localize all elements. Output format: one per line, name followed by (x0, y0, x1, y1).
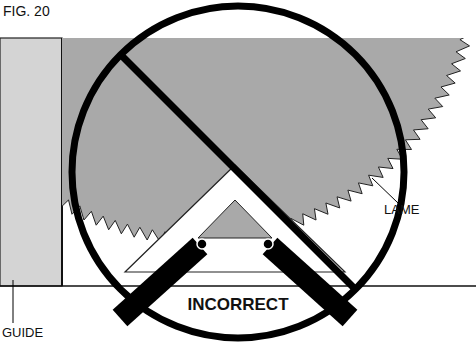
workpiece-inner (198, 200, 272, 238)
grip-dot (197, 239, 207, 249)
leader-line (13, 280, 14, 323)
prohibition-slash (121, 55, 355, 289)
workpiece-v (125, 165, 345, 272)
part-label: GUIDE (2, 326, 43, 341)
table-line (0, 285, 476, 287)
figure-number: FIG. 20 (3, 3, 50, 19)
part-label: LAME (384, 203, 419, 218)
prohibition-circle (72, 6, 404, 338)
leader-line (372, 178, 398, 203)
grip-dot (263, 239, 273, 249)
rip-fence (0, 38, 62, 286)
warning-label: INCORRECT (184, 295, 291, 315)
